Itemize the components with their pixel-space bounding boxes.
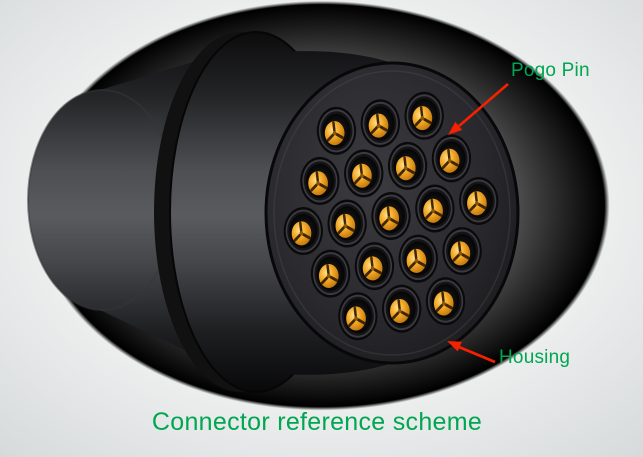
pin-field — [283, 91, 499, 341]
pogo-pin — [415, 184, 455, 233]
pogo-pin — [338, 292, 378, 341]
pogo-pin — [371, 192, 411, 240]
figure-caption: Connector reference scheme — [151, 408, 483, 436]
pogo-pin — [344, 149, 384, 198]
pogo-pin — [404, 91, 444, 140]
pogo-pin — [360, 99, 400, 148]
pogo-pin — [442, 227, 482, 276]
housing-arrow — [447, 341, 496, 364]
pogo-pin — [354, 242, 395, 291]
pogo-pin — [398, 234, 438, 283]
pogo-pin — [300, 156, 340, 205]
pogo-pin — [310, 249, 351, 298]
pogo-pin — [431, 134, 472, 183]
pogo-pin-callout-label: Pogo Pin — [511, 60, 590, 81]
pogo-pin — [382, 284, 422, 333]
pogo-pin — [327, 199, 367, 248]
pogo-pin-arrow — [448, 83, 509, 135]
pogo-pin — [459, 176, 499, 225]
pogo-pin — [316, 106, 357, 155]
pogo-pin — [387, 141, 428, 190]
housing-callout-label: Housing — [499, 347, 571, 368]
pogo-pin — [283, 207, 323, 256]
pogo-pin — [425, 277, 466, 326]
